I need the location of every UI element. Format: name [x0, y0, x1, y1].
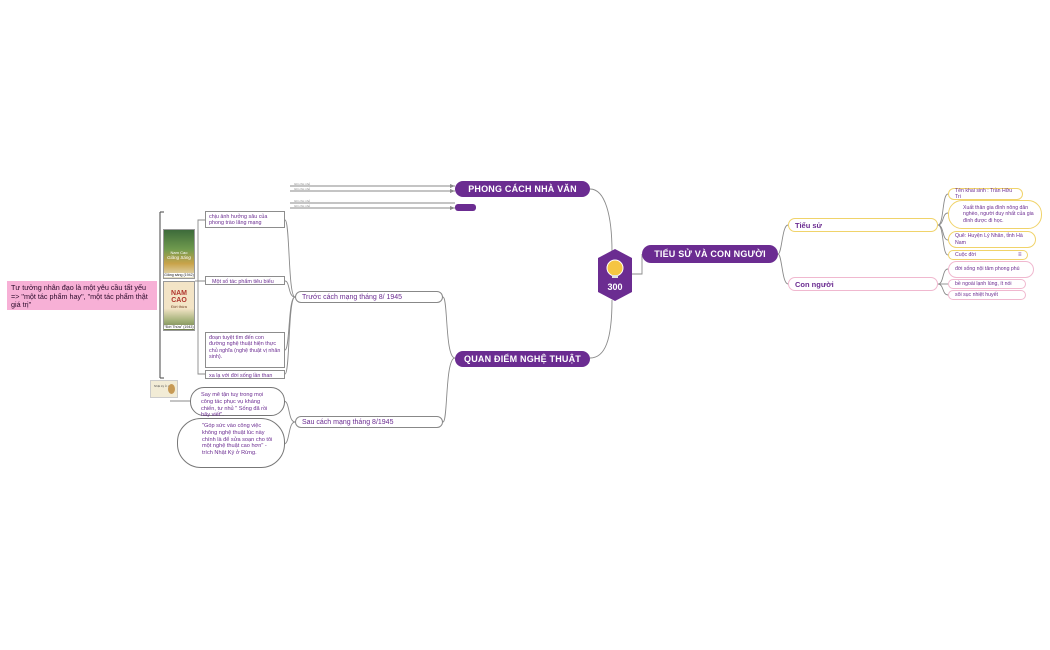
- book-subtitle: Đời thừa: [171, 304, 187, 309]
- con-nguoi-item-soi-suc[interactable]: sôi sục nhiệt huyết: [948, 290, 1026, 300]
- portrait-icon: [168, 384, 175, 394]
- tieu-su-item-xuat-than[interactable]: Xuất thân gia đình nông dân nghèo, người…: [948, 200, 1042, 229]
- tieu-su-item-ten[interactable]: Tên khai sinh : Trần Hữu Tri: [948, 188, 1023, 200]
- nhat-ky-image[interactable]: Nhật ký ở rừng: [150, 380, 178, 398]
- tieu-su-label[interactable]: Tiểu sử: [788, 218, 938, 232]
- con-nguoi-item-noi-tam[interactable]: đời sống nội tâm phong phú: [948, 261, 1034, 278]
- lightbulb-icon: [606, 259, 624, 277]
- truoc-item-doan-tuyet[interactable]: đoạn tuyệt tìm đến con đường nghệ thuật …: [205, 332, 285, 368]
- connector-center-quan-diem: [589, 299, 613, 359]
- con-nguoi-item-be-ngoai[interactable]: bề ngoài lạnh lùng, ít nói: [948, 279, 1026, 289]
- center-topic[interactable]: [598, 249, 632, 301]
- notes-icon[interactable]: ≡: [1018, 252, 1022, 258]
- phong-cach-note-2[interactable]: Ghi chú nhỏ: [294, 187, 311, 191]
- branch-sau-cach-mang[interactable]: Sau cách mạng tháng 8/1945: [295, 416, 443, 428]
- truoc-item-xa-la[interactable]: xa lạ với đời sống lần than: [205, 370, 285, 379]
- phong-cach-note-3[interactable]: Ghi chú nhỏ: [294, 199, 311, 203]
- center-label: 300: [607, 282, 623, 292]
- phong-cach-note-1[interactable]: Ghi chú nhỏ: [294, 182, 311, 186]
- phong-cach-note-4[interactable]: Ghi chú nhỏ: [294, 204, 311, 208]
- truoc-item-anh-huong[interactable]: chịu ảnh hưởng sâu của phong trào lãng m…: [205, 211, 285, 228]
- book-title: Nam Cao: [170, 250, 188, 255]
- sau-item-gop-suc[interactable]: "Góp sức vào công việc không nghệ thuật …: [177, 418, 285, 468]
- tieu-su-item-cuoc-doi[interactable]: Cuộc đời: [948, 250, 1028, 260]
- nhat-ky-image-title: Nhật ký ở rừng: [153, 384, 175, 388]
- connector-center-phong-cach: [589, 188, 613, 253]
- phong-cach-dark-tag[interactable]: [455, 204, 476, 211]
- truoc-item-tac-pham[interactable]: Một số tác phẩm tiêu biểu: [205, 276, 285, 285]
- book-title: NAM CAO: [171, 290, 187, 304]
- topic-phong-cach-nha-van[interactable]: PHONG CÁCH NHÀ VĂN: [455, 181, 590, 197]
- tieu-su-item-que[interactable]: Quê: Huyện Lý Nhân, tỉnh Hà Nam: [948, 231, 1036, 248]
- book-caption: Giăng sáng (1942): [164, 273, 194, 277]
- book-cover-doi-thua[interactable]: NAM CAO Đời thừa "Đời Thừa" (1943): [163, 281, 195, 331]
- book-caption: "Đời Thừa" (1943): [164, 325, 194, 329]
- topic-tieu-su-va-con-nguoi[interactable]: TIỂU SỬ VÀ CON NGƯỜI: [642, 245, 778, 263]
- summary-note[interactable]: Tư tưởng nhân đạo là một yêu cầu tất yếu…: [7, 281, 157, 310]
- book-cover-giang-sang[interactable]: Nam Cao Giăng Sáng Giăng sáng (1942): [163, 229, 195, 279]
- branch-truoc-cach-mang[interactable]: Trước cách mạng tháng 8/ 1945: [295, 291, 443, 303]
- topic-quan-diem-nghe-thuat[interactable]: QUAN ĐIỂM NGHỆ THUẬT: [455, 351, 590, 367]
- con-nguoi-label[interactable]: Con người: [788, 277, 938, 291]
- sau-item-say-me[interactable]: Say mê tận tuỵ trong mọi công tác phục v…: [190, 387, 285, 418]
- book-subtitle: Giăng Sáng: [167, 255, 191, 260]
